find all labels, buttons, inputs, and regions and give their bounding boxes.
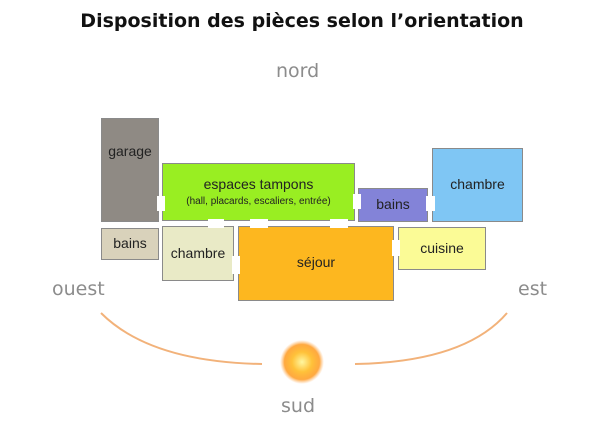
room-garage: garage [101,118,159,222]
diagram-title: Disposition des pièces selon l’orientati… [80,10,524,32]
room-bains-west-label: bains [113,235,147,252]
compass-west-label: ouest [52,278,105,300]
doorway-tampons-sejour-left [250,219,268,228]
room-chambre-east-label: chambre [450,176,505,193]
room-cuisine-label: cuisine [420,239,464,256]
doorway-tampons-bains [353,194,361,209]
room-chambre-east: chambre [432,148,523,222]
room-bains-east-label: bains [376,196,410,213]
compass-south-label: sud [281,395,316,417]
room-bains-west: bains [101,228,159,260]
doorway-tampons-sejour-right [330,219,348,228]
doorway-chambre-sejour [232,256,240,274]
room-cuisine: cuisine [398,227,486,270]
doorway-garage-tampons [157,196,165,211]
doorway-bains-chambre [426,196,435,211]
sun-arc-east [354,312,508,365]
doorway-sejour-cuisine [392,240,400,256]
sun-icon [280,340,324,384]
room-garage-label: garage [108,143,152,159]
compass-north-label: nord [276,60,320,82]
room-sejour: séjour [238,226,394,301]
compass-east-label: est [518,278,548,300]
sun-arc-west [100,312,263,365]
room-espaces-tampons-label: espaces tampons [203,175,314,192]
room-sejour-label: séjour [296,254,336,270]
room-chambre-west-label: chambre [170,244,226,261]
room-bains-east: bains [358,188,428,222]
room-chambre-west: chambre [162,226,234,281]
room-espaces-tampons-sublabel: (hall, placards, escaliers, entrée) [186,196,331,207]
doorway-tampons-chambre [208,219,224,228]
room-espaces-tampons: espaces tampons (hall, placards, escalie… [162,163,355,221]
